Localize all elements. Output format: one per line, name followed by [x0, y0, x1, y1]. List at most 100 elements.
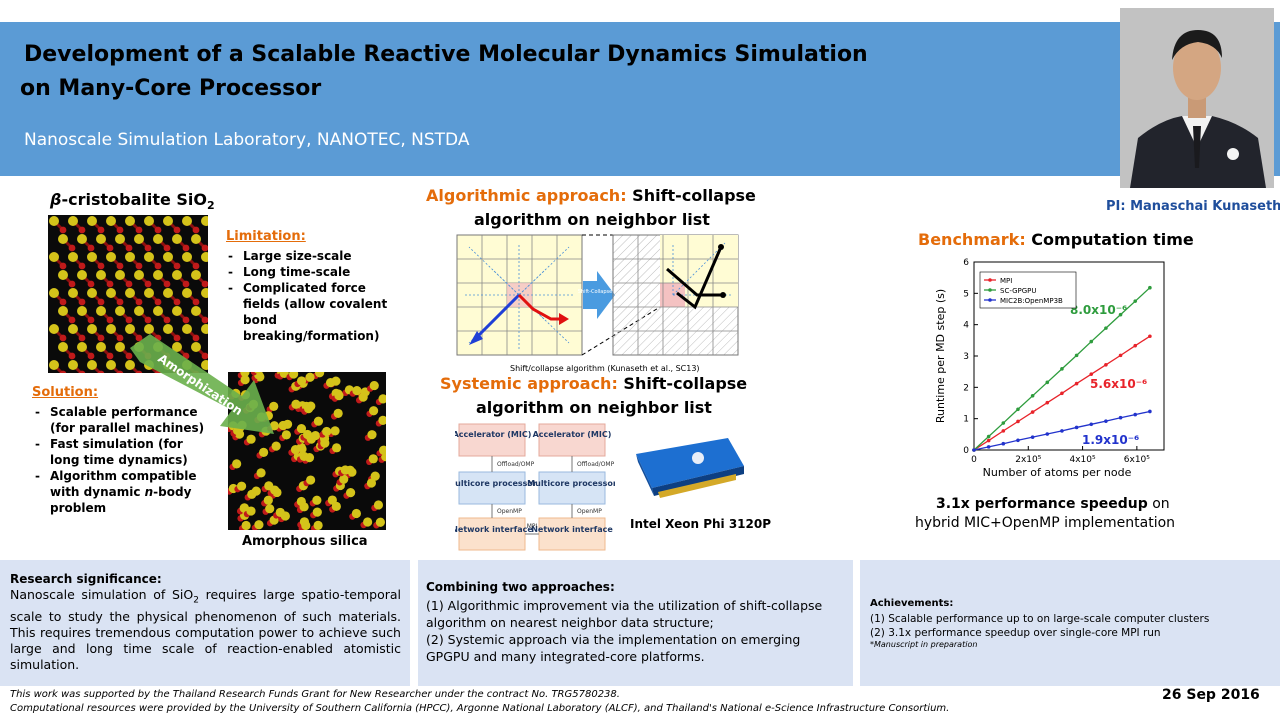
offload-label-2: Offload/OMP — [577, 461, 615, 468]
data-point — [1104, 362, 1108, 367]
data-point — [1148, 409, 1152, 414]
data-point — [1074, 381, 1079, 386]
accelerator-box-2: Accelerator (MIC) — [533, 430, 612, 439]
amorphization-label: Amorphization — [155, 351, 245, 418]
offload-label-1: Offload/OMP — [497, 461, 535, 468]
achievement-item: (1) Scalable performance up to on large-… — [870, 613, 1210, 625]
slope-label: 1.9x10⁻⁶ — [1082, 433, 1139, 447]
amorphous-label: Amorphous silica — [242, 534, 368, 549]
data-point — [1104, 419, 1108, 423]
combining-line1: (1) Algorithmic improvement via the util… — [426, 598, 823, 630]
slope-label: 5.6x10⁻⁶ — [1090, 377, 1147, 391]
algo-heading-line2: algorithm on neighbor list — [474, 210, 710, 229]
legend-label: SC-GPGPU — [1000, 287, 1037, 295]
data-point — [1133, 412, 1138, 417]
accelerator-box-1: Accelerator (MIC) — [455, 430, 531, 439]
solution-item: Algorithm compatible with dynamic n-body… — [32, 468, 212, 516]
limitation-list: Large size-scaleLong time-scaleComplicat… — [225, 248, 390, 344]
data-point — [1060, 391, 1064, 396]
legend-label: MIC2B:OpenMP3B — [1000, 297, 1063, 305]
data-point — [1118, 312, 1123, 317]
limitation-heading: Limitation: — [226, 229, 306, 244]
data-point — [1089, 372, 1094, 376]
pi-photo — [1120, 8, 1274, 188]
data-point — [1001, 421, 1006, 425]
achievement-item: (2) 3.1x performance speedup over single… — [870, 627, 1161, 639]
data-point — [1089, 339, 1094, 344]
achievements-panel: Achievements: (1) Scalable performance u… — [860, 560, 1280, 686]
mpi-label: MPI — [527, 523, 538, 530]
algo-heading: Algorithmic approach: Shift-collapse — [426, 186, 756, 205]
solution-list: Scalable performance (for parallel machi… — [32, 404, 212, 516]
data-point — [1148, 285, 1152, 290]
data-point — [972, 448, 976, 452]
solution-heading: Solution: — [32, 385, 99, 400]
data-point — [1016, 438, 1020, 443]
lab-subtitle: Nanoscale Simulation Laboratory, NANOTEC… — [24, 130, 470, 150]
data-point — [1030, 435, 1035, 439]
speedup-line1: 3.1x performance speedup on — [936, 496, 1170, 512]
data-point — [1045, 380, 1050, 385]
openmp-label-1: OpenMP — [497, 508, 522, 515]
resources-note: Computational resources were provided by… — [10, 703, 950, 714]
y-tick-label: 6 — [963, 258, 969, 268]
data-point — [986, 438, 991, 443]
research-panel: Research significance: Nanoscale simulat… — [0, 560, 410, 686]
solution-item: Fast simulation (for long time dynamics) — [32, 436, 212, 468]
data-point — [1118, 353, 1123, 358]
combining-line2: (2) Systemic approach via the implementa… — [426, 632, 801, 664]
x-tick-label: 2x10⁵ — [1015, 455, 1042, 465]
crystal-heading: β-cristobalite SiO2 — [50, 190, 215, 213]
data-point — [1016, 419, 1020, 424]
data-point — [1030, 410, 1035, 414]
data-point — [1030, 393, 1035, 398]
benchmark-heading: Benchmark: Computation time — [918, 230, 1194, 249]
limitation-item: Complicated force fields (allow covalent… — [225, 280, 390, 344]
achievements-list: (1) Scalable performance up to on large-… — [870, 612, 1209, 640]
shift-collapse-diagram: Shift-Collapse — [455, 233, 740, 358]
data-point — [1074, 353, 1079, 358]
poster-date: 26 Sep 2016 — [1162, 687, 1260, 703]
legend-label: MPI — [1000, 277, 1012, 285]
solution-item: Scalable performance (for parallel machi… — [32, 404, 212, 436]
funding-note: This work was supported by the Thailand … — [10, 689, 620, 700]
y-tick-label: 0 — [963, 446, 969, 456]
y-tick-label: 5 — [963, 289, 969, 299]
data-point — [1104, 326, 1108, 330]
slope-label: 8.0x10⁻⁶ — [1070, 303, 1127, 317]
poster-title-line1: Development of a Scalable Reactive Molec… — [24, 42, 868, 67]
x-tick-label: 4x10⁵ — [1070, 455, 1097, 465]
title-banner — [0, 22, 1280, 176]
multicore-box-2: Multicore processor — [527, 479, 615, 488]
research-text: Nanoscale simulation of SiO2 requires la… — [10, 587, 402, 672]
algo-caption: Shift/collapse algorithm (Kunaseth et al… — [510, 364, 700, 373]
data-point — [1001, 429, 1006, 433]
data-point — [1133, 299, 1138, 303]
amorphization-arrow: Amorphization — [120, 330, 290, 440]
manuscript-note: *Manuscript in preparation — [870, 640, 978, 649]
x-tick-label: 0 — [971, 455, 977, 465]
data-point — [1060, 429, 1064, 433]
data-point — [986, 434, 991, 439]
network-box-2: Network interface — [531, 525, 613, 534]
data-point — [1045, 400, 1050, 405]
openmp-label-2: OpenMP — [577, 508, 602, 515]
y-tick-label: 4 — [963, 321, 969, 331]
limitation-item: Large size-scale — [225, 248, 390, 264]
shift-collapse-arrow-label: Shift-Collapse — [578, 289, 612, 295]
sys-heading: Systemic approach: Shift-collapse — [440, 374, 748, 393]
data-point — [1148, 334, 1152, 339]
legend-marker — [988, 278, 992, 282]
data-point — [1001, 441, 1006, 446]
speedup-line2: hybrid MIC+OpenMP implementation — [915, 515, 1176, 531]
x-axis-label: Number of atoms per node — [983, 466, 1132, 479]
research-title: Research significance: — [10, 572, 162, 586]
legend-marker — [988, 288, 992, 292]
data-point — [1016, 407, 1020, 412]
data-point — [986, 445, 991, 449]
xeon-phi-card-image — [628, 436, 748, 508]
poster-title-line2: on Many-Core Processor — [20, 76, 322, 101]
data-point — [1089, 422, 1094, 427]
